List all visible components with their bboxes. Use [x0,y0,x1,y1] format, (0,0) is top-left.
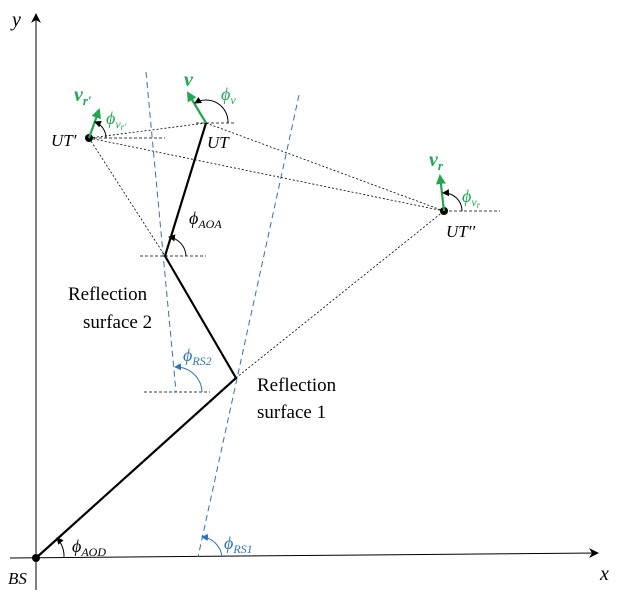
angle-v-symbol: ϕ [221,84,230,104]
angle-rs1-label: ϕRS1 [224,533,253,556]
x-axis-label: x [599,563,609,585]
angle-v-label: ϕv [221,84,236,107]
image-path-utp-utpp [88,137,445,212]
angle-vr-label: ϕvr [462,186,481,210]
velocity-vrp-arrow [87,108,102,139]
angle-aod-sub: AOD [80,545,106,559]
reflection-surface-1-line [197,94,300,558]
surface-2-label-line1: Reflection [68,284,148,305]
angle-vrp-subsub: r′ [121,122,128,132]
signal-path [35,122,238,559]
y-axis-label: y [10,9,21,31]
angle-rs1-symbol: ϕ [224,533,233,553]
ut-double-prime-label: UT′′ [446,222,475,241]
surface-2-label-line2: surface 2 [83,312,152,333]
x-axis [9,548,599,559]
velocity-vr-main: v [429,149,439,171]
velocity-vrp-main: v [74,84,84,106]
velocity-vrp-label: vr′ [74,84,92,108]
image-path-reflect1-utpp [235,210,445,379]
angle-vrp-symbol: ϕ [106,108,115,128]
ut-prime-label: UT′ [51,131,77,150]
arc-v [194,96,229,124]
angle-aoa-symbol: ϕ [189,208,198,228]
surface-1-label-line1: Reflection [257,375,337,396]
angle-vrp-sub: v [115,117,121,131]
reflection-surface-2-line [145,71,177,393]
velocity-v-arrow [186,91,207,124]
velocity-vr-arrow [435,174,446,212]
velocity-vr-label: vr [429,149,444,173]
angle-rs2-symbol: ϕ [183,345,192,365]
image-path-ut-utpp [205,122,445,212]
angle-rs2-label: ϕRS2 [183,345,212,368]
angle-aoa-label: ϕAOA [189,208,222,231]
ut-label: UT [207,133,230,152]
arc-rs1 [201,534,223,558]
angle-vr-symbol: ϕ [462,186,471,206]
arc-vrp [94,120,107,139]
angle-vr-sub: v [471,195,477,209]
angle-rs2-sub: RS2 [191,354,211,368]
angle-v-sub: v [230,93,236,107]
arc-rs2 [174,363,203,393]
velocity-v-label: v [184,69,194,91]
angle-aod-label: ϕAOD [72,536,106,559]
angle-aod-symbol: ϕ [72,536,81,556]
surface-1-label-line2: surface 1 [257,402,326,423]
bs-label: BS [8,569,27,588]
image-path-utp-reflect2 [88,137,166,257]
angle-vrp-label: ϕvr′ [106,108,127,132]
angle-rs1-sub: RS1 [232,542,252,556]
arc-aoa [168,234,187,257]
surface-2-label: Reflection surface 2 [68,284,152,333]
angle-aoa-sub: AOA [197,217,222,231]
arc-aod [56,537,65,559]
arc-vr [442,189,463,212]
angle-vr-subsub: r [477,200,481,210]
velocity-vr-sub: r [438,158,444,173]
surface-1-label: Reflection surface 1 [257,375,341,423]
velocity-vrp-sub: r′ [83,93,92,108]
bs-point [32,554,40,562]
